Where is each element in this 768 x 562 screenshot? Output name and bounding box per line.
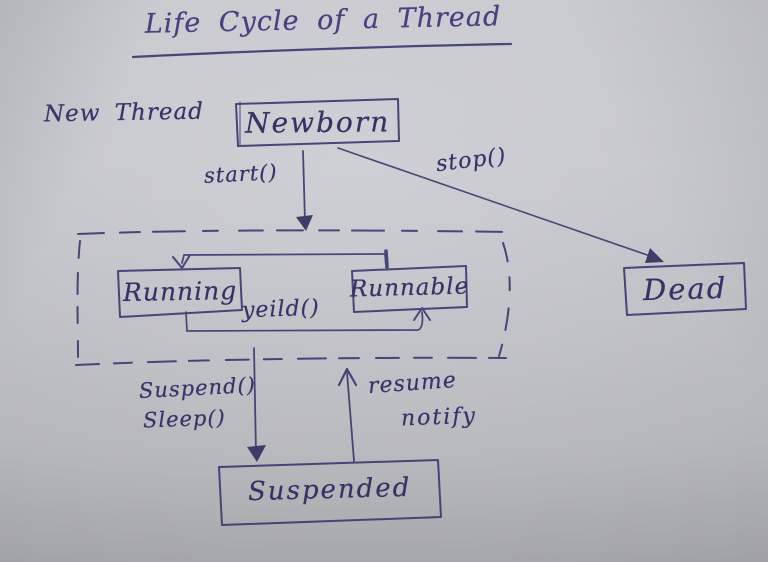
label-start: start() [203, 160, 279, 188]
title-underline [131, 42, 513, 59]
running-to-runnable-arrow [185, 307, 431, 332]
node-running: Running [118, 267, 242, 315]
node-newborn: Newborn [236, 99, 399, 146]
node-runnable-label: Runnable [349, 272, 470, 303]
runnable-group-dashed-box [75, 229, 511, 366]
node-suspended: Suspended [219, 460, 441, 520]
runnable-box-border [351, 265, 468, 313]
suspend-arrow [247, 347, 266, 462]
start-arrow [296, 150, 313, 231]
node-running-label: Running [122, 275, 238, 307]
node-newborn-label: Newborn [244, 105, 391, 140]
stop-arrow [337, 147, 664, 263]
suspended-box-border [218, 459, 442, 526]
newborn-box-border [235, 98, 400, 147]
node-dead: Dead [624, 264, 746, 313]
node-runnable: Runnable [349, 265, 470, 310]
label-sleep: Sleep() [142, 405, 227, 433]
label-yield: yeild() [241, 295, 321, 324]
label-new-thread: New Thread [43, 98, 205, 128]
node-suspended-label: Suspended [247, 472, 413, 508]
resume-arrow [337, 367, 358, 462]
label-notify: notify [400, 403, 478, 432]
runnable-to-running-arrow [172, 249, 389, 269]
dead-box-border [623, 262, 747, 316]
running-box-border [117, 267, 243, 318]
node-dead-label: Dead [642, 270, 728, 307]
